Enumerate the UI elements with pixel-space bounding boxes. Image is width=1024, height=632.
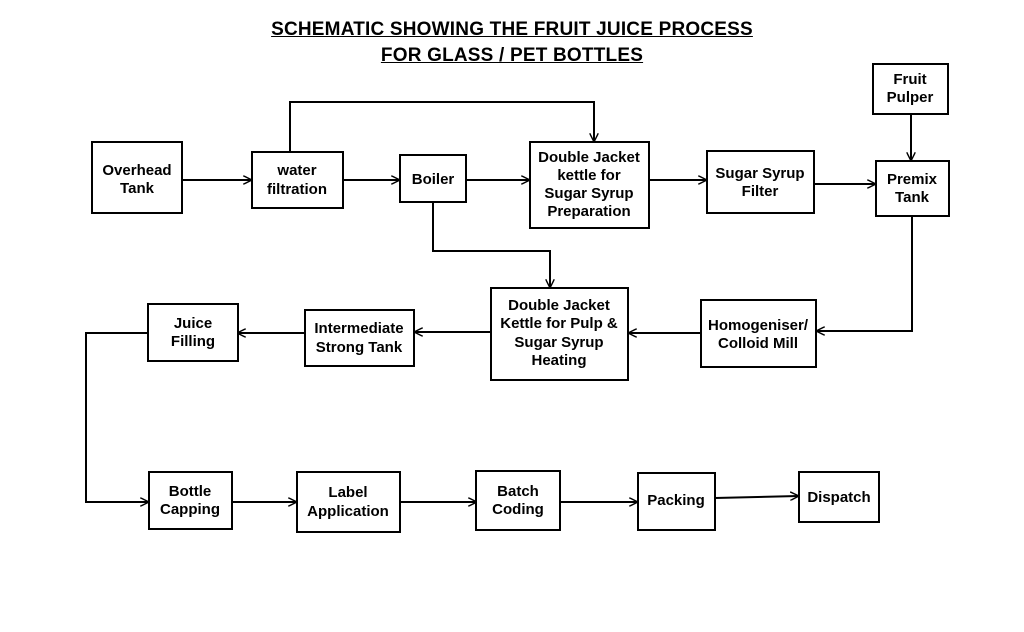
node-premix-tank-line-1: Premix: [887, 171, 938, 188]
node-fruit-pulper-line-2: Pulper: [887, 89, 934, 106]
diagram-title-line-1: SCHEMATIC SHOWING THE FRUIT JUICE PROCES…: [271, 19, 753, 40]
node-intermediate-tank-line-1: Intermediate: [314, 320, 403, 337]
node-intermediate-tank-line-2: Strong Tank: [316, 339, 403, 356]
node-overhead-tank-line-2: Tank: [120, 180, 155, 197]
node-juice-filling-line-1: Juice: [174, 315, 212, 332]
node-packing: Packing: [637, 472, 716, 531]
node-water-filtration-line-1: water: [276, 162, 316, 179]
node-sugar-syrup-kettle: Double Jacket kettle for Sugar Syrup Pre…: [529, 141, 650, 229]
node-sugar-syrup-kettle-line-3: Sugar Syrup: [544, 185, 633, 202]
node-pulp-syrup-kettle-line-1: Double Jacket: [508, 297, 610, 314]
node-homogeniser-line-2: Colloid Mill: [718, 335, 798, 352]
node-overhead-tank-line-1: Overhead: [102, 162, 171, 179]
node-sugar-syrup-kettle-line-2: kettle for: [557, 167, 621, 184]
node-boiler: Boiler: [399, 154, 467, 203]
node-sugar-syrup-kettle-line-1: Double Jacket: [538, 149, 640, 166]
node-pulp-syrup-kettle: Double Jacket Kettle for Pulp & Sugar Sy…: [490, 287, 629, 381]
node-juice-filling: Juice Filling: [147, 303, 239, 362]
node-pulp-syrup-kettle-line-2: Kettle for Pulp &: [500, 315, 618, 332]
node-label-application: Label Application: [296, 471, 401, 533]
arrow-boiler-to-pulp-kettle: [432, 202, 550, 287]
node-sugar-syrup-filter: Sugar Syrup Filter: [706, 150, 815, 214]
diagram-title-line-2: FOR GLASS / PET BOTTLES: [380, 45, 644, 66]
node-sugar-syrup-filter-line-2: Filter: [742, 183, 779, 200]
node-label-application-line-1: Label: [328, 484, 367, 501]
arrow-filtration-to-sugar-kettle: [289, 101, 594, 152]
node-sugar-syrup-filter-line-1: Sugar Syrup: [715, 165, 804, 182]
node-homogeniser-colloid-mill: Homogeniser/ Colloid Mill: [700, 299, 817, 368]
node-bottle-capping: Bottle Capping: [148, 471, 233, 530]
node-water-filtration-line-2: filtration: [267, 181, 327, 198]
node-batch-coding-line-1: Batch: [497, 483, 539, 500]
node-label-application-line-2: Application: [307, 503, 389, 520]
node-fruit-pulper-line-1: Fruit: [893, 71, 926, 88]
node-water-filtration: water filtration: [251, 151, 344, 209]
node-intermediate-tank: Intermediate Strong Tank: [304, 309, 415, 367]
node-bottle-capping-line-2: Capping: [160, 501, 220, 518]
node-pulp-syrup-kettle-line-3: Sugar Syrup: [514, 334, 603, 351]
node-batch-coding-line-2: Coding: [492, 501, 544, 518]
node-sugar-syrup-kettle-line-4: Preparation: [547, 203, 630, 220]
node-fruit-pulper: Fruit Pulper: [872, 63, 949, 115]
connectors: [85, 101, 913, 502]
node-juice-filling-line-2: Filling: [171, 333, 215, 350]
node-premix-tank: Premix Tank: [875, 160, 950, 217]
node-premix-tank-line-2: Tank: [895, 189, 930, 206]
node-dispatch-line-1: Dispatch: [807, 489, 870, 506]
arrow-filling-to-capping: [85, 332, 148, 502]
node-batch-coding: Batch Coding: [475, 470, 561, 531]
node-bottle-capping-line-1: Bottle: [169, 483, 212, 500]
node-homogeniser-line-1: Homogeniser/: [708, 317, 809, 334]
arrow-premix-to-homogeniser: [817, 216, 913, 331]
node-boiler-line-1: Boiler: [412, 171, 455, 188]
node-packing-line-1: Packing: [647, 492, 705, 509]
node-pulp-syrup-kettle-line-4: Heating: [531, 352, 586, 369]
node-overhead-tank: Overhead Tank: [91, 141, 183, 214]
node-dispatch: Dispatch: [798, 471, 880, 523]
arrow-packing-to-dispatch: [714, 496, 798, 498]
